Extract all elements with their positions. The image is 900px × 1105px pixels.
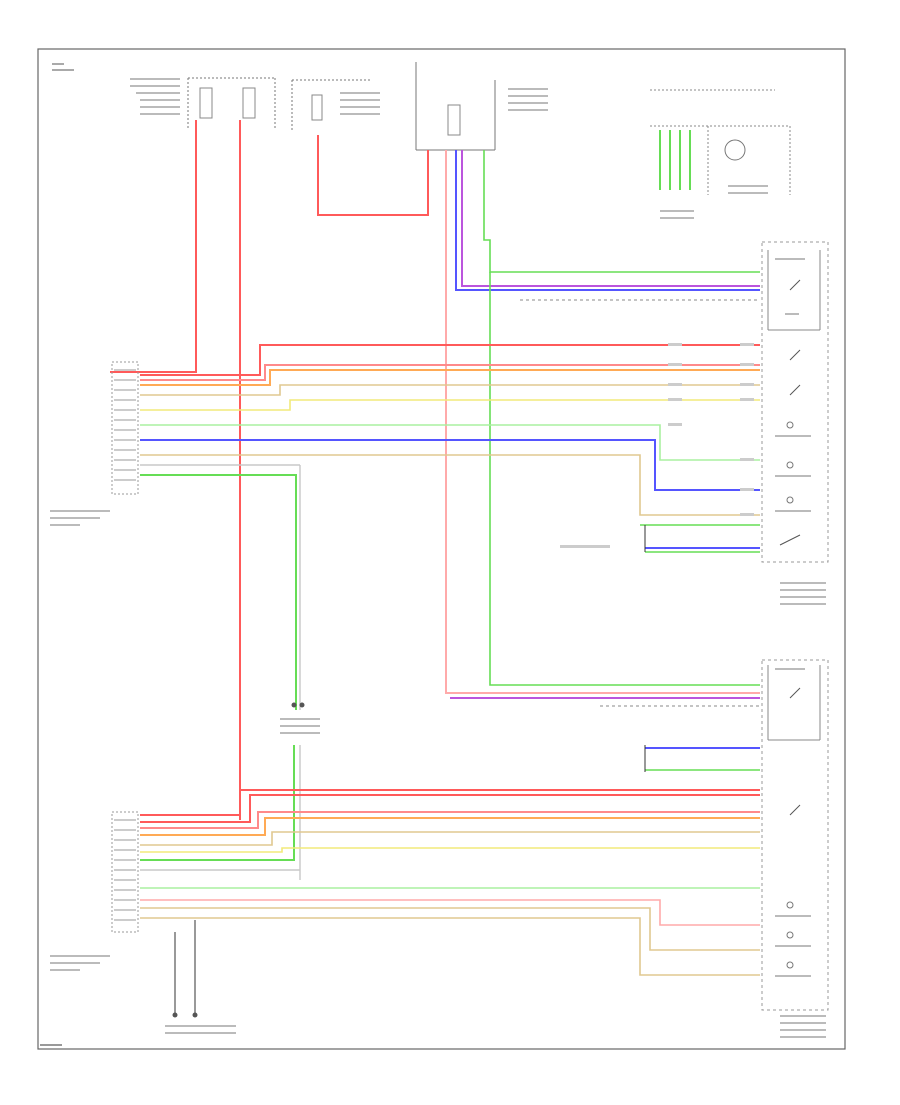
upper-harness (140, 344, 760, 710)
power-feed-wires (110, 120, 760, 820)
legend-block (52, 63, 74, 71)
footer-code (40, 1044, 62, 1046)
motor-component (650, 89, 791, 219)
lower-harness (140, 745, 760, 1015)
diagram-frame (37, 48, 846, 1050)
upper-wire-tags (560, 343, 754, 548)
pin-labels (114, 369, 136, 921)
motor-icon (724, 139, 746, 161)
fuse-box-hot-in-run (291, 79, 380, 130)
lower-seat-switch-assembly (761, 659, 829, 1038)
lower-module-connector (111, 811, 139, 933)
ground-splice (140, 702, 320, 880)
upper-seat-switch-assembly (761, 241, 829, 605)
module-label-upper (50, 510, 110, 526)
ground-symbol-icon (165, 1012, 236, 1034)
module-label-lower (50, 955, 110, 971)
central-electronic-module (415, 62, 548, 151)
fuse-box-hot-at-all-times (130, 77, 276, 128)
upper-module-connector (111, 361, 139, 495)
